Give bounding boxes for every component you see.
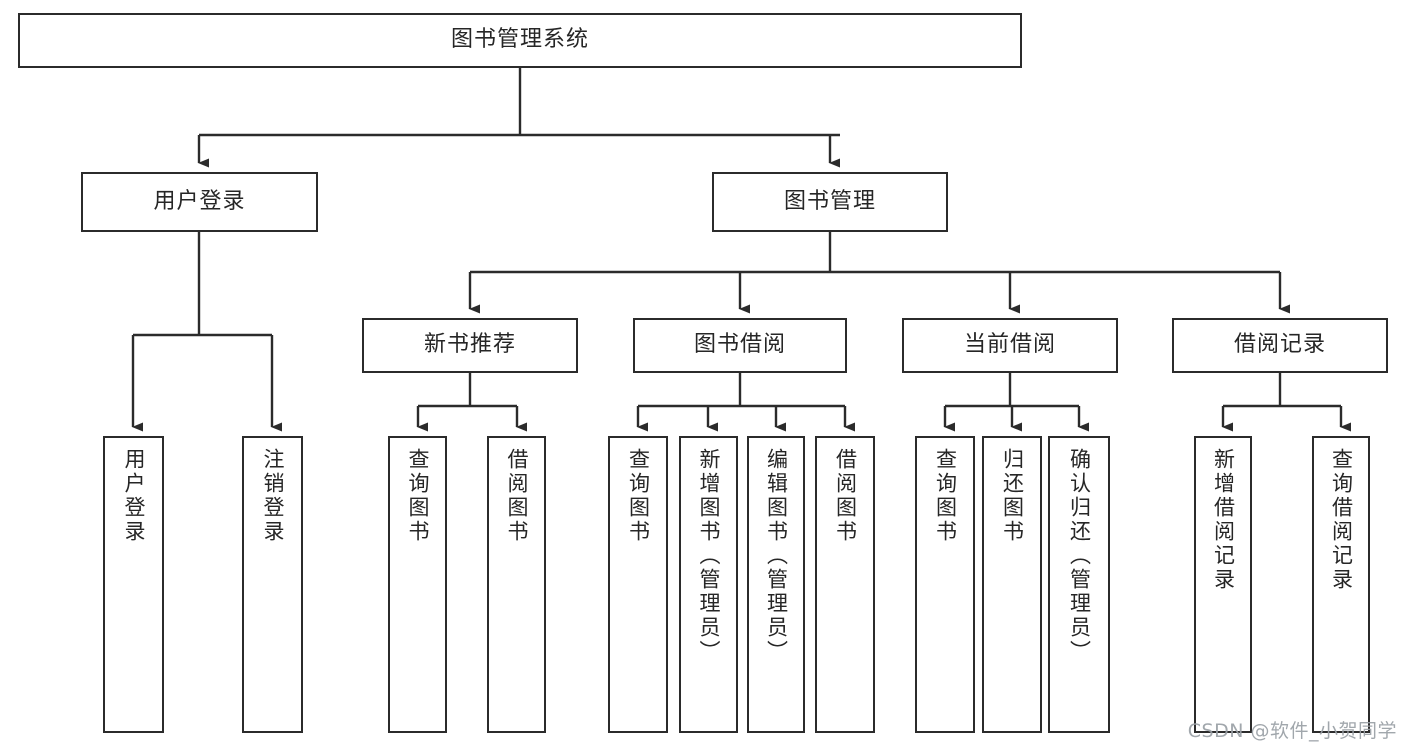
node-user-login-label: 用户登录: [153, 188, 246, 214]
node-leaf[interactable]: 借阅图书: [487, 436, 546, 733]
node-book-borrow[interactable]: 图书借阅: [633, 318, 847, 373]
node-leaf-label: 查询图书: [933, 448, 958, 544]
node-leaf-label: 归还图书: [1000, 448, 1025, 544]
node-leaf[interactable]: 借阅图书: [815, 436, 875, 733]
node-leaf-label: 确认归还（管理员）: [1067, 448, 1092, 664]
node-leaf[interactable]: 查询图书: [608, 436, 668, 733]
node-book-management[interactable]: 图书管理: [712, 172, 948, 232]
node-leaf-label: 新增借阅记录: [1211, 448, 1236, 592]
node-root-system[interactable]: 图书管理系统: [18, 13, 1022, 68]
node-current-borrow-label: 当前借阅: [963, 332, 1056, 358]
node-leaf-label: 用户登录: [121, 448, 146, 544]
node-leaf[interactable]: 用户登录: [103, 436, 164, 733]
node-leaf-label: 编辑图书（管理员）: [764, 448, 789, 664]
node-book-management-label: 图书管理: [783, 188, 876, 214]
node-leaf-label: 查询图书: [626, 448, 651, 544]
node-leaf[interactable]: 查询图书: [388, 436, 447, 733]
node-leaf-label: 借阅图书: [833, 448, 858, 544]
node-root-label: 图书管理系统: [450, 27, 589, 53]
node-leaf[interactable]: 新增图书（管理员）: [679, 436, 738, 733]
node-leaf-label: 注销登录: [260, 448, 285, 544]
node-new-book-recommend-label: 新书推荐: [423, 332, 516, 358]
node-current-borrow[interactable]: 当前借阅: [902, 318, 1118, 373]
node-leaf-label: 新增图书（管理员）: [696, 448, 721, 664]
node-user-login[interactable]: 用户登录: [81, 172, 318, 232]
node-leaf[interactable]: 归还图书: [982, 436, 1042, 733]
node-leaf-label: 查询图书: [405, 448, 430, 544]
node-leaf[interactable]: 查询图书: [915, 436, 975, 733]
node-borrow-record-label: 借阅记录: [1233, 332, 1326, 358]
node-book-borrow-label: 图书借阅: [693, 332, 786, 358]
node-leaf[interactable]: 注销登录: [242, 436, 303, 733]
node-leaf[interactable]: 确认归还（管理员）: [1048, 436, 1110, 733]
node-borrow-record[interactable]: 借阅记录: [1172, 318, 1388, 373]
node-new-book-recommend[interactable]: 新书推荐: [362, 318, 578, 373]
csdn-watermark: CSDN @软件_小贺同学: [1187, 720, 1397, 742]
node-leaf[interactable]: 新增借阅记录: [1194, 436, 1252, 733]
node-leaf-label: 借阅图书: [504, 448, 529, 544]
node-leaf[interactable]: 查询借阅记录: [1312, 436, 1370, 733]
node-leaf-label: 查询借阅记录: [1329, 448, 1354, 592]
node-leaf[interactable]: 编辑图书（管理员）: [747, 436, 805, 733]
